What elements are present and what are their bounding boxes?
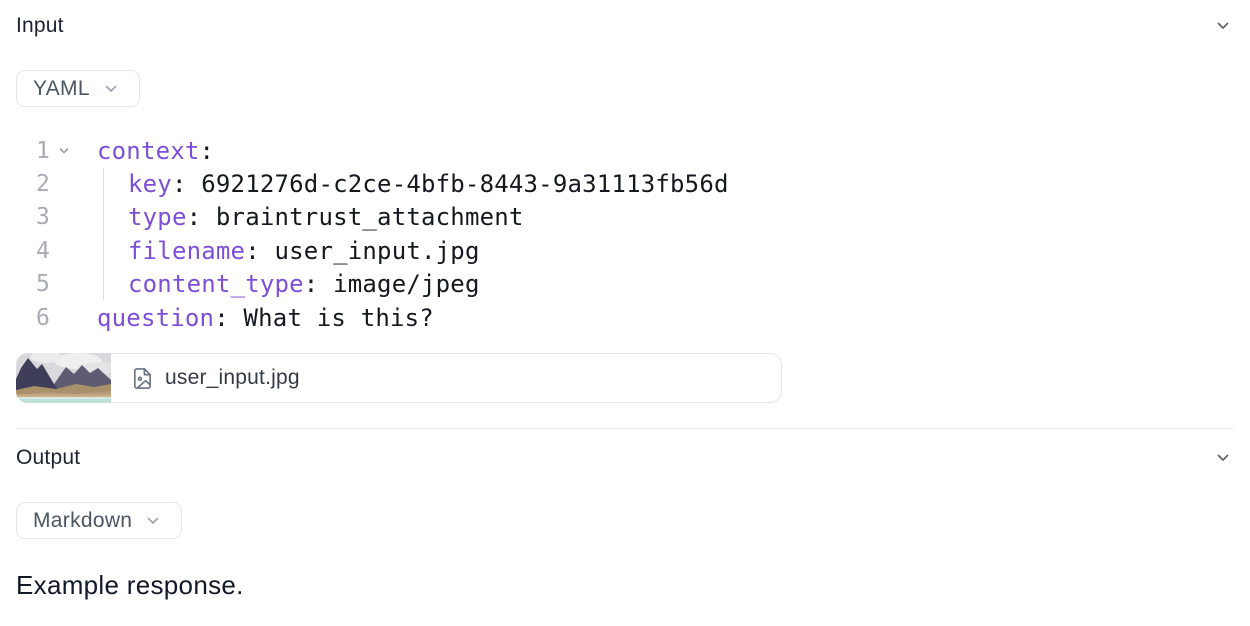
output-section-title: Output bbox=[16, 446, 81, 470]
yaml-value: : image/jpeg bbox=[303, 270, 480, 299]
line-number: 1 bbox=[35, 137, 50, 164]
yaml-key: key bbox=[128, 170, 172, 199]
section-divider bbox=[16, 428, 1234, 430]
fold-chevron-icon[interactable] bbox=[50, 144, 77, 158]
indent-guide bbox=[103, 168, 104, 300]
output-collapse-chevron-icon[interactable] bbox=[1212, 447, 1234, 469]
yaml-value: : bbox=[199, 136, 215, 165]
yaml-value: : 6921276d-c2ce-4bfb-8443-9a31113fb56d bbox=[171, 170, 729, 199]
yaml-key: question bbox=[97, 303, 215, 332]
attachment-card[interactable]: user_input.jpg bbox=[16, 353, 782, 404]
output-format-dropdown[interactable]: Markdown bbox=[16, 502, 183, 540]
output-content: Example response. bbox=[16, 570, 244, 601]
yaml-value: : user_input.jpg bbox=[245, 236, 480, 265]
file-image-icon bbox=[131, 367, 154, 390]
input-section-header: Input bbox=[16, 0, 1234, 38]
attachment-filename: user_input.jpg bbox=[165, 366, 300, 390]
trace-io-panel: Input YAML 1 context: 2 key: 6921276d-c2… bbox=[16, 0, 1234, 601]
line-number: 3 bbox=[35, 204, 50, 231]
yaml-key: filename bbox=[128, 236, 246, 265]
yaml-key: content_type bbox=[128, 270, 304, 299]
yaml-key: type bbox=[128, 203, 187, 232]
output-section-header: Output bbox=[16, 429, 1234, 470]
input-format-value: YAML bbox=[33, 76, 90, 100]
input-collapse-chevron-icon[interactable] bbox=[1212, 15, 1234, 37]
yaml-value: : What is this? bbox=[214, 303, 434, 332]
yaml-value: : braintrust_attachment bbox=[186, 203, 524, 232]
line-number: 2 bbox=[35, 171, 50, 198]
output-format-value: Markdown bbox=[33, 508, 133, 532]
chevron-down-icon bbox=[147, 517, 159, 524]
line-number: 5 bbox=[35, 271, 50, 298]
attachment-thumbnail[interactable] bbox=[16, 353, 111, 404]
code-line-3: 3 type: braintrust_attachment bbox=[16, 201, 1234, 234]
line-number: 6 bbox=[35, 304, 50, 331]
chevron-down-icon bbox=[105, 85, 117, 92]
input-section-title: Input bbox=[16, 14, 64, 37]
yaml-key: context bbox=[97, 136, 200, 165]
code-line-4: 4 filename: user_input.jpg bbox=[16, 234, 1234, 267]
input-format-dropdown[interactable]: YAML bbox=[16, 70, 140, 107]
code-line-6: 6 question: What is this? bbox=[16, 301, 1234, 334]
code-line-2: 2 key: 6921276d-c2ce-4bfb-8443-9a31113fb… bbox=[16, 167, 1234, 200]
code-line-5: 5 content_type: image/jpeg bbox=[16, 268, 1234, 301]
yaml-code-block: 1 context: 2 key: 6921276d-c2ce-4bfb-844… bbox=[16, 134, 1234, 334]
code-line-1: 1 context: bbox=[16, 134, 1234, 167]
line-number: 4 bbox=[35, 237, 50, 264]
